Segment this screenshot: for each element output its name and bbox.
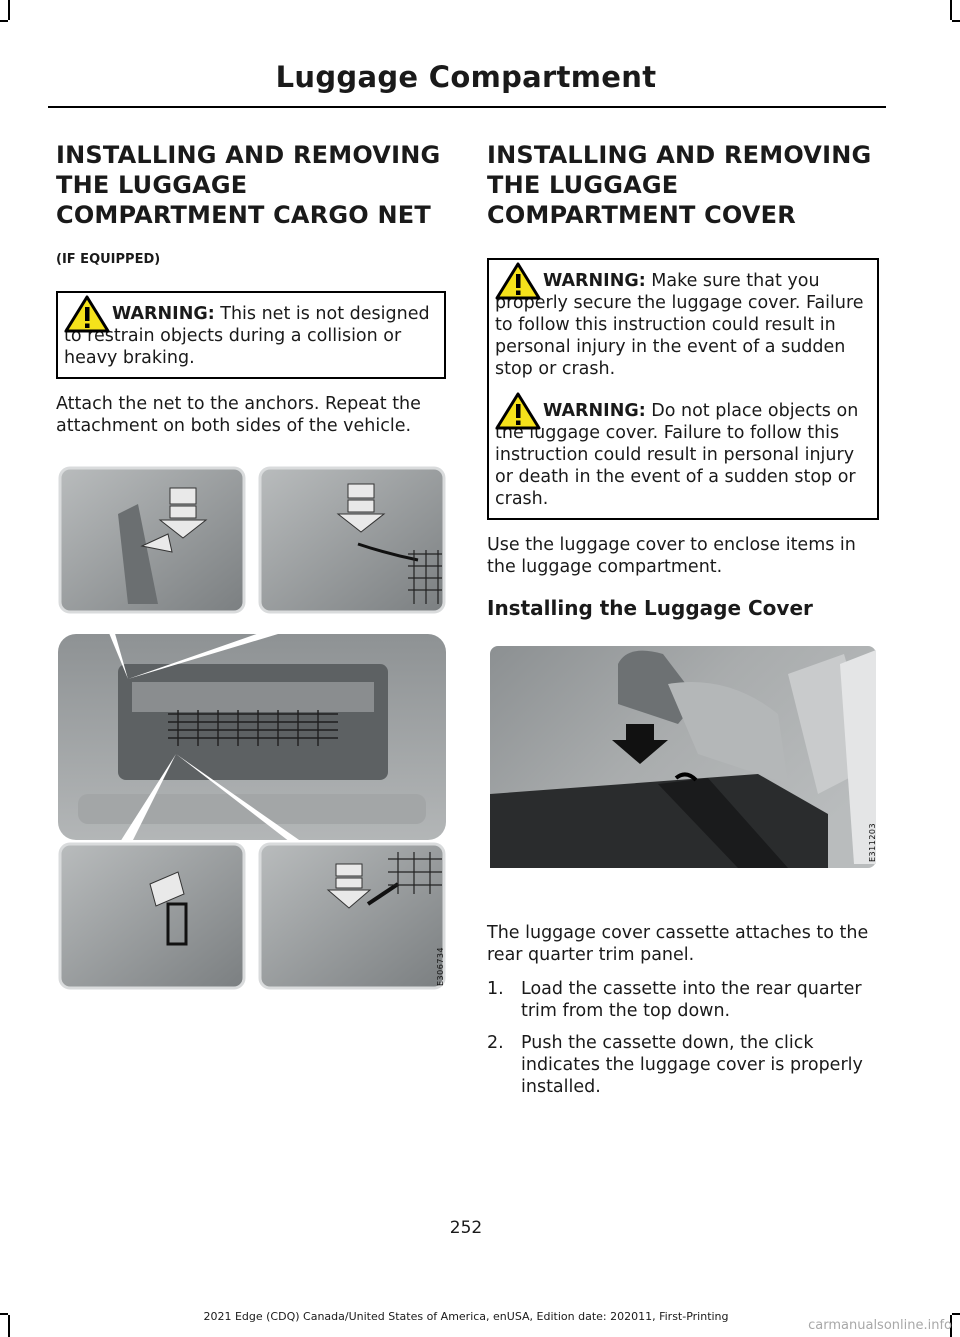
warning-text: Do not place objects on the luggage cove… xyxy=(495,401,859,509)
warning-text: Make sure that you properly secure the l… xyxy=(495,271,864,379)
page-header-title: Luggage Compartment xyxy=(275,60,657,94)
luggage-cover-illustration: E311203 xyxy=(488,644,880,870)
warning-message: WARNING: Make sure that you properly sec… xyxy=(495,262,871,380)
luggage-cover-section-title: INSTALLING AND REMOVING THE LUGGAGE COMP… xyxy=(487,141,872,229)
crop-mark xyxy=(8,0,10,20)
right-column-continued: The luggage cover cassette attaches to t… xyxy=(487,922,879,1108)
cassette-description-text: The luggage cover cassette attaches to t… xyxy=(487,923,869,965)
crop-mark xyxy=(950,0,952,20)
step-number: 2. xyxy=(487,1033,504,1053)
install-steps-list: 1. Load the cassette into the rear quart… xyxy=(487,978,879,1098)
warning-label: WARNING: xyxy=(112,304,215,324)
warning-triangle-icon xyxy=(495,392,541,430)
page-number: 252 xyxy=(449,1218,483,1238)
header-rule xyxy=(48,106,886,108)
figure-code: E311203 xyxy=(868,822,877,862)
crop-mark xyxy=(8,1315,10,1337)
warning-message: WARNING: This net is not designed to res… xyxy=(64,295,438,369)
cargo-net-warning-box: WARNING: This net is not designed to res… xyxy=(56,291,446,379)
cargo-net-body-text: Attach the net to the anchors. Repeat th… xyxy=(56,394,421,436)
crop-mark xyxy=(0,1313,8,1315)
step-text: Push the cassette down, the click indica… xyxy=(521,1033,863,1097)
if-equipped-note: (IF EQUIPPED) xyxy=(56,252,161,267)
luggage-cover-warning-box: WARNING: Make sure that you properly sec… xyxy=(487,258,879,520)
crop-mark xyxy=(950,1315,952,1337)
figure-code: E306734 xyxy=(436,946,445,986)
cargo-net-illustration: E306734 xyxy=(58,464,450,994)
warning-triangle-icon xyxy=(495,262,541,300)
left-column: INSTALLING AND REMOVING THE LUGGAGE COMP… xyxy=(56,140,446,437)
step-text: Load the cassette into the rear quarter … xyxy=(521,979,862,1021)
warning-message: WARNING: Do not place objects on the lug… xyxy=(495,392,871,510)
crop-mark xyxy=(952,1313,960,1315)
list-item: 1. Load the cassette into the rear quart… xyxy=(487,978,879,1022)
warning-text: This net is not designed to restrain obj… xyxy=(64,304,430,368)
crop-mark xyxy=(952,20,960,22)
warning-label: WARNING: xyxy=(543,271,646,291)
warning-label: WARNING: xyxy=(543,401,646,421)
luggage-cover-illustration-svg xyxy=(490,646,876,868)
edition-info: 2021 Edge (CDQ) Canada/United States of … xyxy=(203,1310,729,1323)
crop-mark xyxy=(0,20,8,22)
step-number: 1. xyxy=(487,979,504,999)
installing-cover-subheading: Installing the Luggage Cover xyxy=(487,596,813,620)
list-item: 2. Push the cassette down, the click ind… xyxy=(487,1032,879,1098)
cargo-net-illustration-svg xyxy=(58,466,446,990)
warning-triangle-icon xyxy=(64,295,110,333)
luggage-cover-intro-text: Use the luggage cover to enclose items i… xyxy=(487,535,856,577)
cargo-net-section-title: INSTALLING AND REMOVING THE LUGGAGE COMP… xyxy=(56,141,441,229)
right-column: INSTALLING AND REMOVING THE LUGGAGE COMP… xyxy=(487,140,879,620)
watermark: carmanualsonline.info xyxy=(808,1318,952,1333)
